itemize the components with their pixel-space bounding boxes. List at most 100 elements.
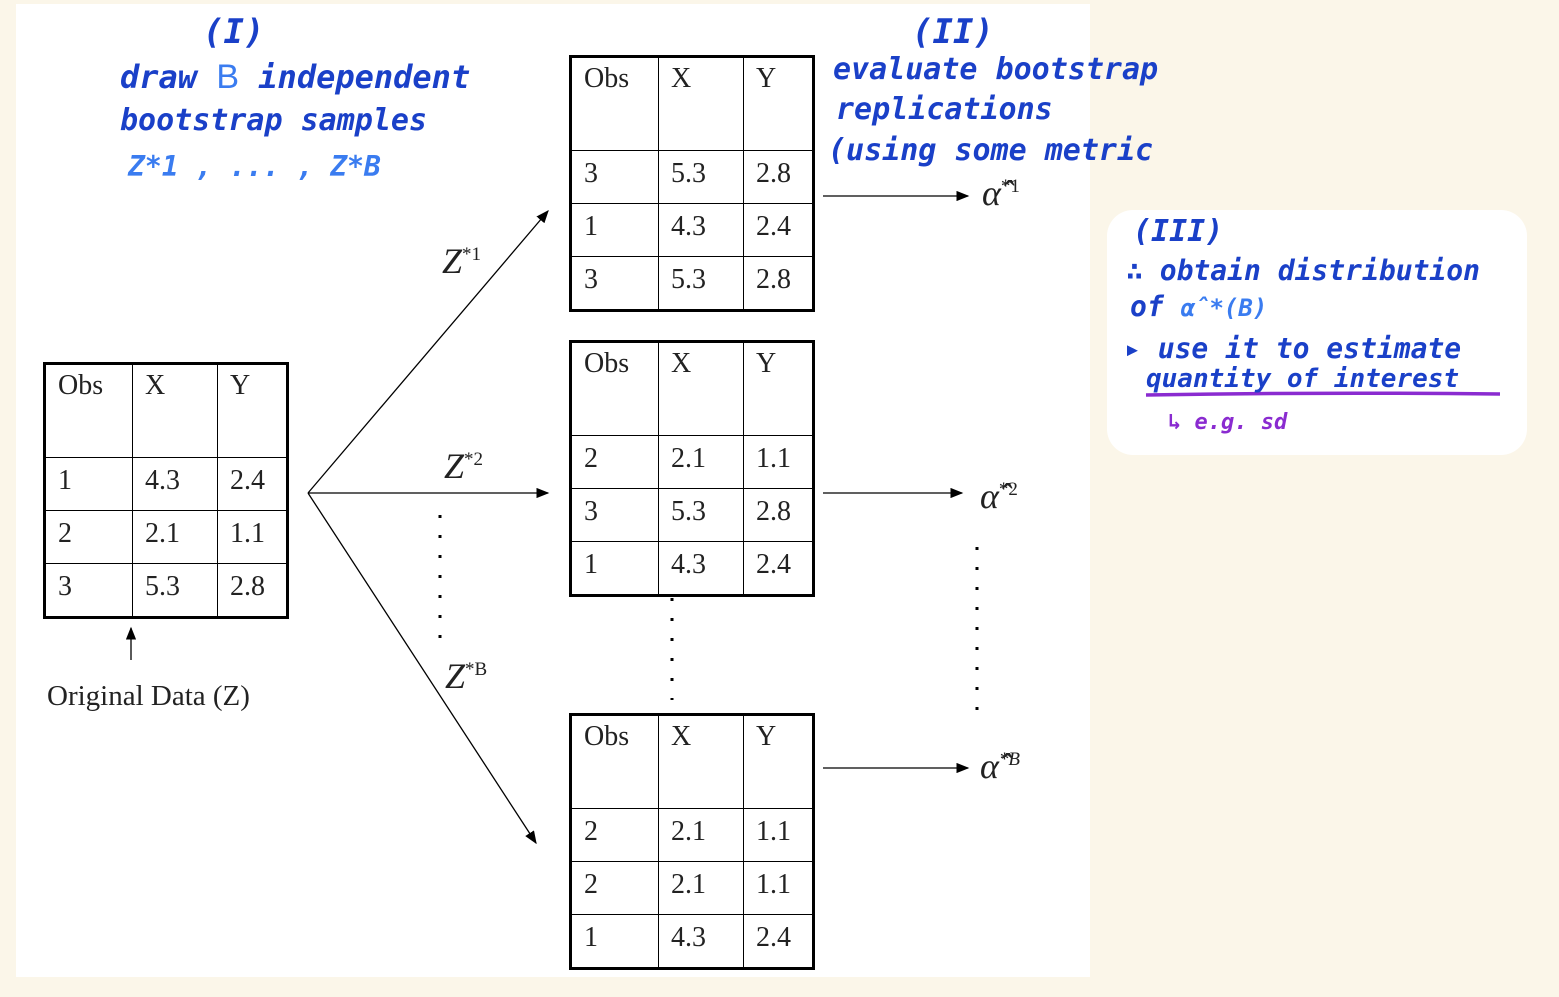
cell: 2.4 bbox=[743, 203, 814, 257]
note-step3-line1: ∴ obtain distribution bbox=[1126, 254, 1481, 287]
alpha-symbol: α̂ bbox=[982, 173, 1001, 213]
header-obs: Obs bbox=[570, 341, 659, 436]
cell: 2.4 bbox=[743, 914, 814, 969]
table-row: 3 5.3 2.8 bbox=[570, 256, 814, 311]
arrow-to-sample-1 bbox=[307, 210, 549, 494]
cell: 4.3 bbox=[658, 914, 744, 969]
header-y: Y bbox=[743, 714, 814, 809]
header-y: Y bbox=[217, 363, 288, 458]
cell: 2 bbox=[570, 435, 659, 489]
note-text: draw bbox=[120, 58, 198, 96]
cell: 2.1 bbox=[658, 435, 744, 489]
cell: 1 bbox=[570, 914, 659, 969]
original-data-table: Obs X Y 1 4.3 2.4 2 2.1 1.1 3 5.3 2.8 bbox=[43, 362, 289, 619]
sample-2-table: Obs X Y 2 2.1 1.1 3 5.3 2.8 1 4.3 2.4 bbox=[569, 340, 815, 597]
header-x: X bbox=[658, 714, 744, 809]
cell: 5.3 bbox=[658, 256, 744, 311]
cell: 2 bbox=[570, 861, 659, 915]
cell: 5.3 bbox=[132, 563, 218, 618]
label-sup: *B bbox=[465, 659, 488, 680]
note-step3-underline bbox=[1145, 391, 1501, 397]
note-step3-title: (III) bbox=[1133, 214, 1224, 249]
arrow-to-sample-b bbox=[307, 492, 537, 845]
cell: 2.4 bbox=[217, 457, 288, 511]
original-data-label: Original Data (Z) bbox=[47, 680, 250, 712]
cell: 1 bbox=[570, 203, 659, 257]
alpha-sup: *B bbox=[998, 749, 1021, 770]
cell: 2.1 bbox=[132, 510, 218, 564]
cell: 3 bbox=[570, 488, 659, 542]
cell: 3 bbox=[570, 150, 659, 204]
cell: 3 bbox=[570, 256, 659, 311]
note-step1-title: (I) bbox=[203, 12, 265, 52]
note-step2-title: (II) bbox=[912, 12, 994, 52]
table-row: 1 4.3 2.4 bbox=[570, 541, 814, 596]
note-step3-line3: ▸ use it to estimate bbox=[1124, 332, 1462, 365]
header-x: X bbox=[658, 341, 744, 436]
note-b-highlight: B bbox=[216, 58, 240, 96]
table-row: 3 5.3 2.8 bbox=[570, 150, 814, 204]
header-obs: Obs bbox=[570, 56, 659, 151]
note-text: of bbox=[1130, 290, 1164, 323]
note-step1-line3: Z*1 , ... , Z*B bbox=[128, 150, 381, 183]
header-y: Y bbox=[743, 56, 814, 151]
label-sup: *1 bbox=[462, 244, 482, 265]
alpha-symbol: α̂ bbox=[980, 476, 999, 516]
alpha-1-label: α̂*1 bbox=[982, 172, 1020, 214]
cell: 2.8 bbox=[217, 563, 288, 618]
sample-b-label: Z*B bbox=[445, 655, 487, 697]
cell: 2 bbox=[570, 808, 659, 862]
cell: 2.4 bbox=[743, 541, 814, 596]
sample-1-table: Obs X Y 3 5.3 2.8 1 4.3 2.4 3 5.3 2.8 bbox=[569, 55, 815, 312]
cell: 1.1 bbox=[743, 808, 814, 862]
cell: 2.8 bbox=[743, 150, 814, 204]
label-base: Z bbox=[442, 241, 463, 281]
note-text: independent bbox=[258, 58, 471, 96]
cell: 2.1 bbox=[658, 808, 744, 862]
note-step1-line1: draw B independent bbox=[120, 58, 470, 97]
cell: 1 bbox=[570, 541, 659, 596]
alpha-sup: *1 bbox=[1000, 176, 1020, 197]
table-row: 2 2.1 1.1 bbox=[570, 435, 814, 489]
cell: 2.8 bbox=[743, 256, 814, 311]
alpha-2-label: α̂*2 bbox=[980, 475, 1018, 517]
header-x: X bbox=[132, 363, 218, 458]
header-x: X bbox=[658, 56, 744, 151]
note-step2-line2: replications bbox=[836, 92, 1053, 127]
cell: 1 bbox=[44, 457, 133, 511]
cell: 1.1 bbox=[743, 435, 814, 489]
alpha-symbol: α̂ bbox=[980, 746, 999, 786]
header-y: Y bbox=[743, 341, 814, 436]
label-base: Z bbox=[445, 656, 466, 696]
cell: 4.3 bbox=[658, 203, 744, 257]
cell: 5.3 bbox=[658, 488, 744, 542]
note-step1-line2: bootstrap samples bbox=[120, 103, 428, 138]
table-row: 3 5.3 2.8 bbox=[570, 488, 814, 542]
cell: 3 bbox=[44, 563, 133, 618]
note-step2-line3: (using some metric bbox=[828, 133, 1154, 168]
cell: 4.3 bbox=[132, 457, 218, 511]
cell: 5.3 bbox=[658, 150, 744, 204]
cell: 1.1 bbox=[743, 861, 814, 915]
sample-b-table: Obs X Y 2 2.1 1.1 2 2.1 1.1 1 4.3 2.4 bbox=[569, 713, 815, 970]
sample-2-label: Z*2 bbox=[444, 445, 483, 487]
table-row: 2 2.1 1.1 bbox=[570, 861, 814, 915]
note-step3-card bbox=[1107, 210, 1527, 455]
cell: 4.3 bbox=[658, 541, 744, 596]
table-row: 1 4.3 2.4 bbox=[570, 914, 814, 969]
label-base: Z bbox=[444, 446, 465, 486]
header-obs: Obs bbox=[570, 714, 659, 809]
table-row: 3 5.3 2.8 bbox=[44, 563, 288, 618]
cell: 1.1 bbox=[217, 510, 288, 564]
table-row: 2 2.1 1.1 bbox=[44, 510, 288, 564]
header-obs: Obs bbox=[44, 363, 133, 458]
label-sup: *2 bbox=[464, 449, 484, 470]
cell: 2.1 bbox=[658, 861, 744, 915]
note-step3-line4: quantity of interest bbox=[1146, 364, 1460, 394]
cell: 2.8 bbox=[743, 488, 814, 542]
note-step2-line1: evaluate bootstrap bbox=[833, 52, 1159, 87]
note-step3-line2: of α̂*(B) bbox=[1130, 290, 1267, 323]
alpha-sup: *2 bbox=[998, 479, 1018, 500]
note-step3-line5: ↳ e.g. sd bbox=[1168, 410, 1288, 435]
